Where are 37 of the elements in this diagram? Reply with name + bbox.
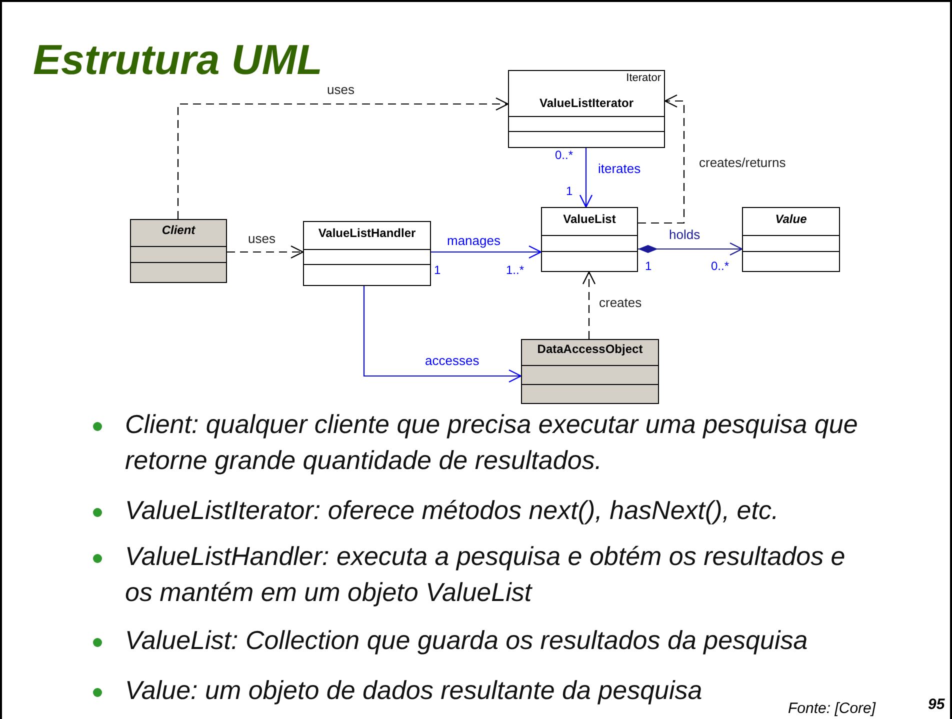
class-name: ValueList bbox=[562, 212, 617, 227]
class-name: Value bbox=[774, 212, 808, 227]
edge-label: holds bbox=[668, 227, 702, 242]
bullet-text: ValueListIterator: oferece métodos next(), hasNext(), etc. bbox=[125, 494, 780, 527]
bullet-text: Client: qualquer cliente que precisa executar uma pesquisa que retorne grande quantidade de resultados. bbox=[125, 408, 859, 477]
class-box bbox=[742, 207, 840, 272]
bullet-text: ValueList: Collection que guarda os resultados da pesquisa bbox=[125, 624, 809, 657]
class-box bbox=[541, 207, 638, 272]
class-name: DataAccessObject bbox=[536, 342, 644, 357]
multiplicity-label: 1 bbox=[434, 263, 441, 277]
class-name: ValueListHandler bbox=[317, 226, 417, 241]
source-note: Fonte: [Core] bbox=[788, 700, 876, 717]
connector-arrow bbox=[227, 245, 304, 259]
connector-arrow bbox=[177, 97, 509, 219]
connector-arrow bbox=[638, 242, 743, 256]
connector-arrow bbox=[363, 286, 522, 383]
connector-arrow bbox=[582, 271, 596, 339]
multiplicity-label: 0..* bbox=[555, 148, 574, 162]
stereotype-label: Iterator bbox=[626, 72, 661, 84]
edge-label: creates/returns bbox=[698, 155, 787, 170]
slide-title: Estrutura UML bbox=[33, 36, 322, 84]
class-box bbox=[303, 221, 431, 286]
bullet-text: ValueListHandler: executa a pesquisa e obtém os resultados e os mantém em um objeto ValueList bbox=[125, 540, 846, 609]
multiplicity-label: 1..* bbox=[506, 263, 524, 277]
class-name: Client bbox=[160, 223, 196, 238]
connector-arrow bbox=[579, 148, 593, 208]
connector-arrow bbox=[638, 94, 685, 224]
connector-arrow bbox=[431, 245, 542, 259]
class-name: ValueListIterator bbox=[538, 96, 635, 111]
multiplicity-label: 0..* bbox=[711, 259, 730, 273]
class-box bbox=[130, 219, 227, 283]
multiplicity-label: 1 bbox=[645, 259, 652, 273]
class-box bbox=[508, 70, 665, 148]
class-box bbox=[521, 339, 659, 404]
page-number: 95 bbox=[928, 696, 945, 713]
edge-label: iterates bbox=[597, 161, 642, 176]
multiplicity-label: 1 bbox=[566, 184, 573, 198]
